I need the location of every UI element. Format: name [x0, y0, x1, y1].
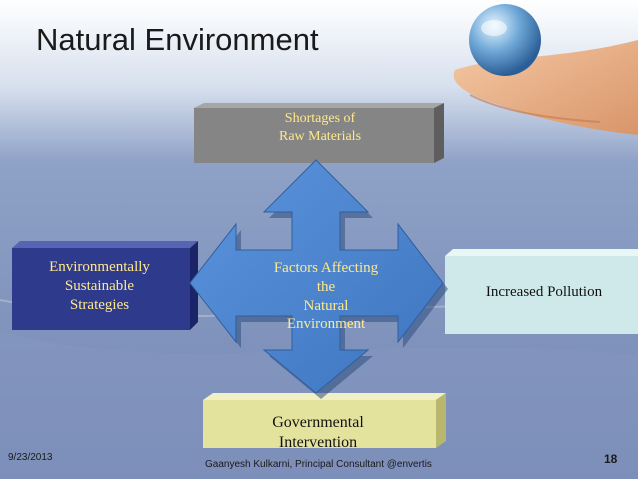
- center-label: Factors Affecting the Natural Environmen…: [252, 259, 400, 334]
- left-box-label: Environmentally Sustainable Strategies: [22, 258, 177, 314]
- top-box: [194, 103, 444, 163]
- center-line: Factors Affecting: [273, 260, 379, 276]
- bottom-box-label: Governmental Intervention: [207, 413, 429, 453]
- right-box: [445, 249, 638, 334]
- top-box-line: Raw Materials: [278, 128, 362, 144]
- center-line: Environment: [286, 316, 366, 333]
- left-box-line: Sustainable: [64, 277, 135, 294]
- footer-credit: Gaanyesh Kulkarni, Principal Consultant …: [205, 459, 432, 470]
- right-box-line: Increased Pollution: [485, 284, 603, 300]
- top-box-label: Shortages of Raw Materials: [200, 110, 440, 145]
- slide-title: Natural Environment: [36, 22, 319, 57]
- right-box-label: Increased Pollution: [450, 283, 638, 302]
- bottom-box: [203, 393, 446, 448]
- top-box-line: Shortages of: [284, 111, 356, 126]
- center-line: Natural: [303, 297, 349, 314]
- center-line: the: [316, 278, 336, 295]
- bottom-box-line: Intervention: [278, 434, 358, 451]
- bottom-box-line: Governmental: [272, 414, 364, 431]
- four-way-arrow: [189, 159, 448, 399]
- left-box: [12, 241, 198, 330]
- hand-globe-image: [453, 4, 638, 135]
- footer-date: 9/23/2013: [8, 452, 53, 463]
- left-box-line: Environmentally: [49, 259, 150, 275]
- left-box-line: Strategies: [69, 296, 130, 313]
- page-number: 18: [604, 452, 618, 466]
